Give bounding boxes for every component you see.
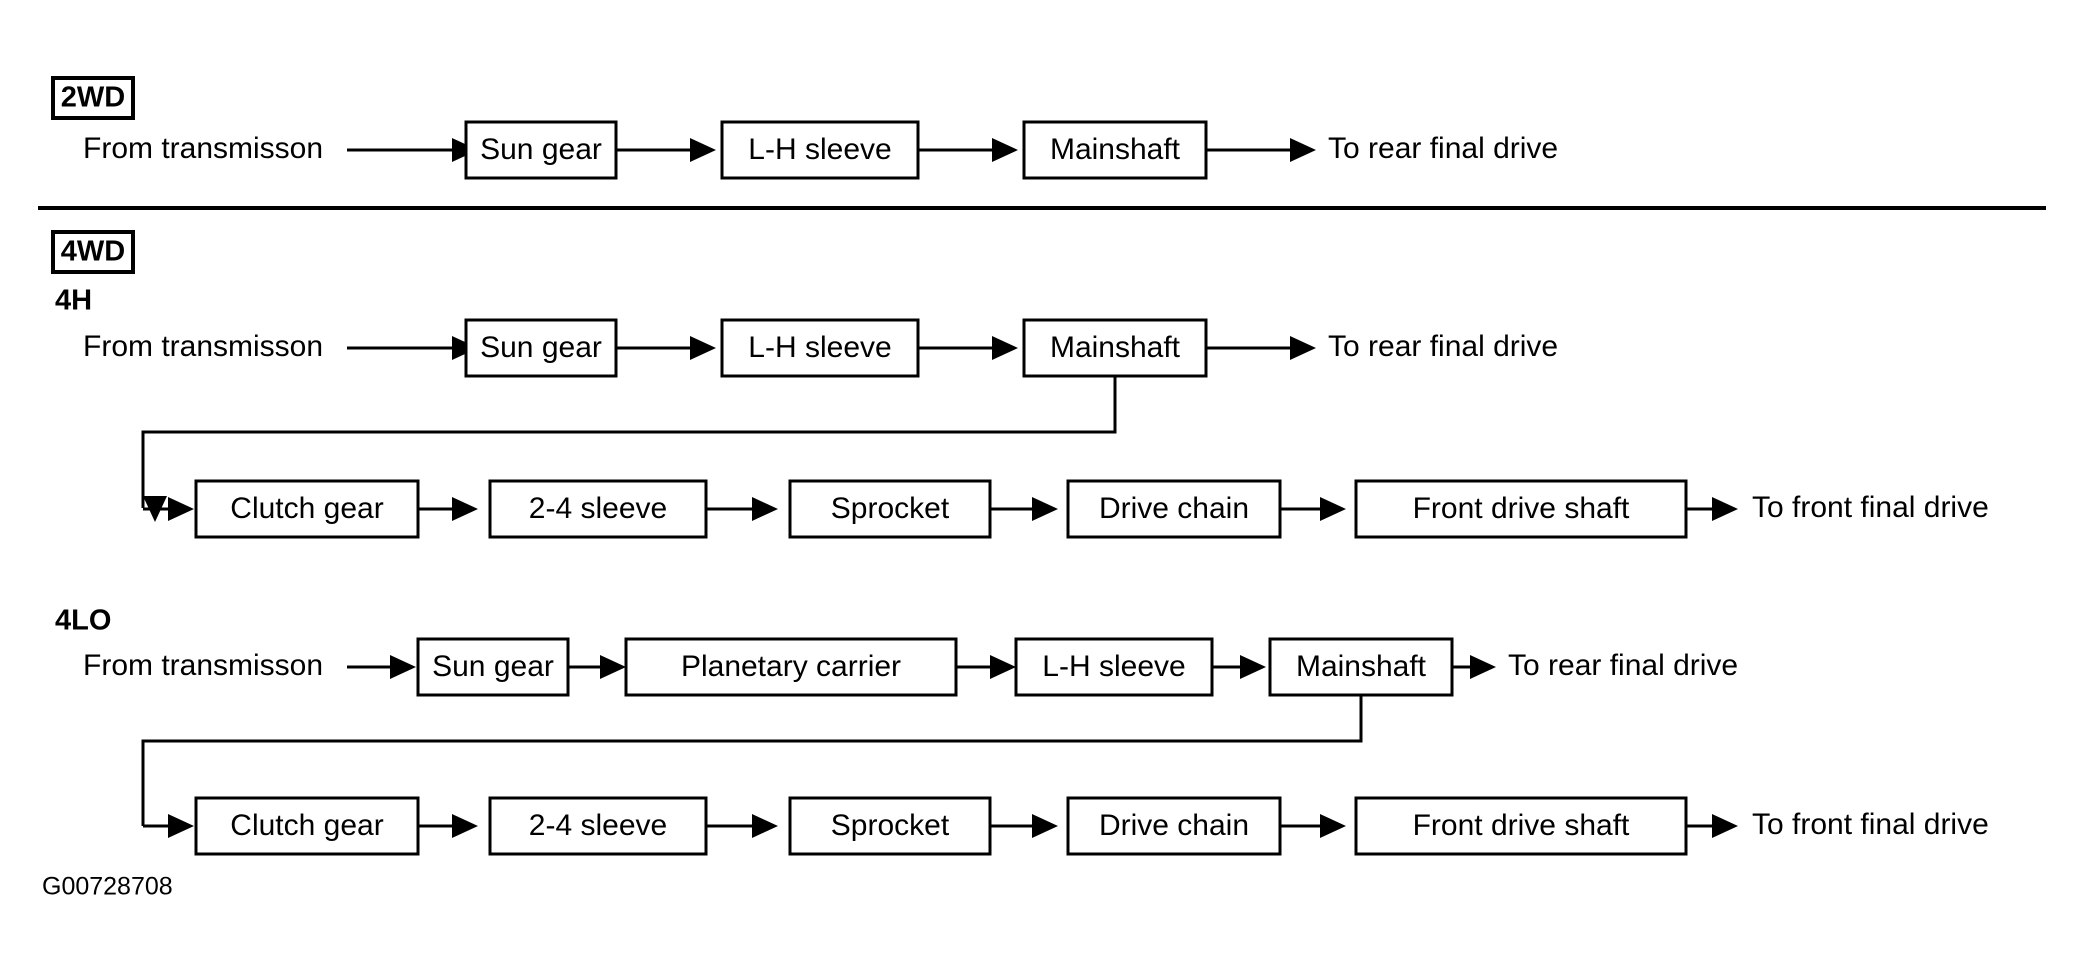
- mode-chip-2wd: 2WD: [51, 76, 135, 120]
- label-from-transmission-4lo: From transmisson: [83, 649, 323, 682]
- node-sun-gear-4h: Sun gear: [464, 318, 618, 378]
- arrow-icon: [992, 138, 1018, 162]
- node-drive-chain-4h: Drive chain: [1066, 479, 1282, 539]
- arrow-icon: [1240, 655, 1266, 679]
- branch-path-4lo: [141, 695, 1363, 826]
- node-sun-gear-2wd: Sun gear: [464, 120, 618, 180]
- mode-chip-4wd-label: 4WD: [61, 236, 125, 268]
- node-mainshaft-2wd-label: Mainshaft: [1050, 133, 1181, 166]
- node-2-4-sleeve-4lo: 2-4 sleeve: [488, 796, 708, 856]
- label-to-rear-final-drive-2wd: To rear final drive: [1328, 132, 1558, 165]
- arrow-icon: [1290, 336, 1316, 360]
- node-front-drive-shaft-4h-label: Front drive shaft: [1413, 492, 1630, 525]
- label-from-transmission-2wd: From transmisson: [83, 132, 323, 165]
- node-drive-chain-4h-label: Drive chain: [1099, 492, 1249, 525]
- row-4lo-front: Clutch gear 2-4 sleeve Sprocket: [194, 796, 1989, 856]
- arrow-icon: [990, 655, 1016, 679]
- row-2wd-main: From transmisson Sun gear L-H sleeve: [83, 120, 1558, 180]
- label-to-rear-final-drive-4h: To rear final drive: [1328, 330, 1558, 363]
- node-2-4-sleeve-4h-label: 2-4 sleeve: [529, 492, 667, 525]
- node-lh-sleeve-2wd: L-H sleeve: [720, 120, 920, 180]
- node-planetary-carrier-4lo: Planetary carrier: [624, 637, 958, 697]
- arrow-icon: [690, 336, 716, 360]
- node-drive-chain-4lo: Drive chain: [1066, 796, 1282, 856]
- arrow-icon: [1320, 814, 1346, 838]
- arrow-icon: [1032, 497, 1058, 521]
- arrow-icon: [168, 497, 194, 521]
- node-front-drive-shaft-4lo-label: Front drive shaft: [1413, 809, 1630, 842]
- node-planetary-carrier-4lo-label: Planetary carrier: [681, 650, 901, 683]
- arrow-icon: [1712, 814, 1738, 838]
- node-sun-gear-4h-label: Sun gear: [480, 331, 602, 364]
- arrow-icon: [1032, 814, 1058, 838]
- section-4wd: 4WD 4H From transmisson Sun gear L-H sle…: [51, 230, 1989, 856]
- node-clutch-gear-4lo: Clutch gear: [194, 796, 420, 856]
- node-sun-gear-4lo: Sun gear: [416, 637, 570, 697]
- node-drive-chain-4lo-label: Drive chain: [1099, 809, 1249, 842]
- arrow-icon: [690, 138, 716, 162]
- node-mainshaft-4lo: Mainshaft: [1268, 637, 1454, 697]
- arrow-icon: [390, 655, 416, 679]
- node-mainshaft-2wd: Mainshaft: [1022, 120, 1208, 180]
- node-mainshaft-4h-label: Mainshaft: [1050, 331, 1181, 364]
- arrow-icon: [992, 336, 1018, 360]
- node-2-4-sleeve-4lo-label: 2-4 sleeve: [529, 809, 667, 842]
- mode-chip-4wd: 4WD: [51, 230, 135, 274]
- section-2wd: 2WD From transmisson Sun gear: [51, 76, 1558, 180]
- arrow-icon: [1290, 138, 1316, 162]
- label-from-transmission-4h: From transmisson: [83, 330, 323, 363]
- arrow-icon: [600, 655, 626, 679]
- row-4h-main: From transmisson Sun gear L-H sleeve: [83, 318, 1558, 378]
- node-lh-sleeve-4h-label: L-H sleeve: [748, 331, 891, 364]
- node-clutch-gear-4h: Clutch gear: [194, 479, 420, 539]
- branch-path-4h: [141, 376, 1117, 508]
- node-sprocket-4h-label: Sprocket: [831, 492, 950, 525]
- arrow-icon: [752, 497, 778, 521]
- node-mainshaft-4h: Mainshaft: [1022, 318, 1208, 378]
- arrow-icon: [1470, 655, 1496, 679]
- node-mainshaft-4lo-label: Mainshaft: [1296, 650, 1427, 683]
- label-to-front-final-drive-4h: To front final drive: [1752, 491, 1989, 524]
- node-lh-sleeve-4h: L-H sleeve: [720, 318, 920, 378]
- node-sprocket-4h: Sprocket: [788, 479, 992, 539]
- node-2-4-sleeve-4h: 2-4 sleeve: [488, 479, 708, 539]
- row-4lo-main: From transmisson Sun gear Planetary carr…: [83, 637, 1738, 697]
- node-clutch-gear-4lo-label: Clutch gear: [230, 809, 383, 842]
- arrow-icon: [168, 814, 194, 838]
- node-lh-sleeve-4lo: L-H sleeve: [1014, 637, 1214, 697]
- node-front-drive-shaft-4h: Front drive shaft: [1354, 479, 1688, 539]
- node-sun-gear-2wd-label: Sun gear: [480, 133, 602, 166]
- label-to-front-final-drive-4lo: To front final drive: [1752, 808, 1989, 841]
- node-lh-sleeve-4lo-label: L-H sleeve: [1042, 650, 1185, 683]
- node-sprocket-4lo: Sprocket: [788, 796, 992, 856]
- arrow-icon: [452, 814, 478, 838]
- arrow-icon: [1320, 497, 1346, 521]
- arrow-icon: [752, 814, 778, 838]
- arrow-icon: [452, 497, 478, 521]
- node-lh-sleeve-2wd-label: L-H sleeve: [748, 133, 891, 166]
- arrow-icon: [1712, 497, 1738, 521]
- node-clutch-gear-4h-label: Clutch gear: [230, 492, 383, 525]
- row-4h-front: Clutch gear 2-4 sleeve Sprocket: [194, 479, 1989, 539]
- node-sprocket-4lo-label: Sprocket: [831, 809, 950, 842]
- sub-mode-4h-label: 4H: [55, 285, 92, 317]
- node-front-drive-shaft-4lo: Front drive shaft: [1354, 796, 1688, 856]
- node-sun-gear-4lo-label: Sun gear: [432, 650, 554, 683]
- figure-caption: G00728708: [42, 873, 173, 901]
- mode-chip-2wd-label: 2WD: [61, 82, 125, 114]
- label-to-rear-final-drive-4lo: To rear final drive: [1508, 649, 1738, 682]
- sub-mode-4lo-label: 4LO: [55, 605, 111, 637]
